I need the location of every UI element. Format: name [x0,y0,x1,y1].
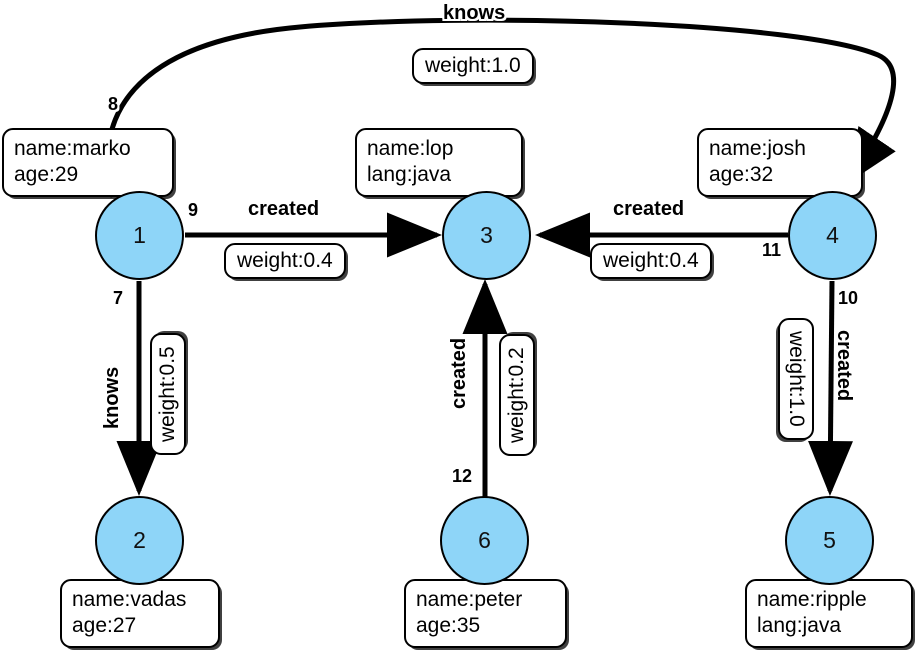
edge-12-label-text: created [448,337,470,409]
edge-8-path [105,17,897,198]
edge-7-id-text: 7 [113,288,124,308]
vertex-2[interactable]: 2 [95,496,184,585]
edge-8-weight-text: weight:1.0 [425,54,521,77]
vertex-3-properties: name:lop lang:java [355,128,523,197]
edge-11-weight-text: weight:0.4 [603,249,699,272]
vertex-2-properties: name:vadas age:27 [60,579,220,648]
edge-9-weight-text: weight:0.4 [237,249,333,272]
vertex-5-label: 5 [823,527,836,553]
edge-10-weight-text: weight:1.0 [785,331,808,427]
edge-12-weight-text: weight:0.2 [505,347,528,443]
vertex-6[interactable]: 6 [440,496,529,585]
edge-9-id-text: 9 [188,200,199,220]
vertex-5[interactable]: 5 [785,496,874,585]
edge-9-id: 9 [188,200,198,221]
edge-8-id: 8 [108,94,118,115]
edge-8-label-text: knows [443,2,506,24]
vertex-4-prop-1: age:32 [709,162,774,186]
edge-7-weight-text: weight:0.5 [156,346,179,442]
edge-7-id: 7 [113,288,123,309]
vertex-2-prop-1: age:27 [72,613,137,637]
vertex-1[interactable]: 1 [95,191,184,280]
edge-9-weight: weight:0.4 [224,243,346,280]
edge-10-id: 10 [838,288,858,309]
edge-8-id-text: 8 [108,94,119,114]
vertex-4[interactable]: 4 [788,191,877,280]
edge-10-path [807,280,853,496]
vertex-2-label: 2 [133,527,146,553]
vertex-4-label: 4 [826,222,839,248]
edge-12-id: 12 [452,466,472,487]
vertex-6-prop-1: age:35 [416,613,481,637]
vertex-1-properties: name:marko age:29 [2,128,174,197]
vertex-6-properties: name:peter age:35 [404,579,567,648]
edge-10-label: created [832,330,855,401]
edge-7-weight: weight:0.5 [150,333,187,455]
edge-11-id-text: 11 [762,240,782,260]
edge-11-id: 11 [762,240,781,261]
vertex-3-label: 3 [480,222,493,248]
vertex-6-prop-0: name:peter [416,588,523,611]
edge-11-weight: weight:0.4 [590,243,712,280]
vertex-5-properties: name:ripple lang:java [745,579,913,648]
vertex-2-prop-0: name:vadas [72,588,187,611]
edge-11-label-text: created [613,198,685,220]
edge-11-label: created [613,198,684,221]
edge-12-id-text: 12 [452,466,473,486]
edge-7-label-text: knows [101,366,123,429]
edge-7-label: knows [101,367,124,429]
edge-9-label: created [248,198,319,221]
vertex-1-label: 1 [133,222,146,248]
edge-8-label: knows [443,2,505,25]
vertex-3-prop-1: lang:java [367,162,452,186]
edge-9-label-text: created [248,198,320,220]
vertex-3[interactable]: 3 [442,191,531,280]
vertex-4-properties: name:josh age:32 [697,128,863,197]
edge-10-weight: weight:1.0 [777,318,814,440]
vertex-6-label: 6 [478,527,491,553]
vertex-1-prop-0: name:marko [14,137,131,160]
vertex-5-prop-1: lang:java [757,613,842,637]
vertex-5-prop-0: name:ripple [757,588,867,611]
edge-10-label-text: created [833,330,855,402]
vertex-1-prop-1: age:29 [14,162,79,186]
edge-8-weight: weight:1.0 [412,48,534,85]
vertex-3-prop-0: name:lop [367,137,454,160]
edge-12-weight: weight:0.2 [499,334,536,456]
edge-10-id-text: 10 [838,288,859,308]
vertex-4-prop-0: name:josh [709,137,806,160]
edge-12-label: created [448,338,471,409]
